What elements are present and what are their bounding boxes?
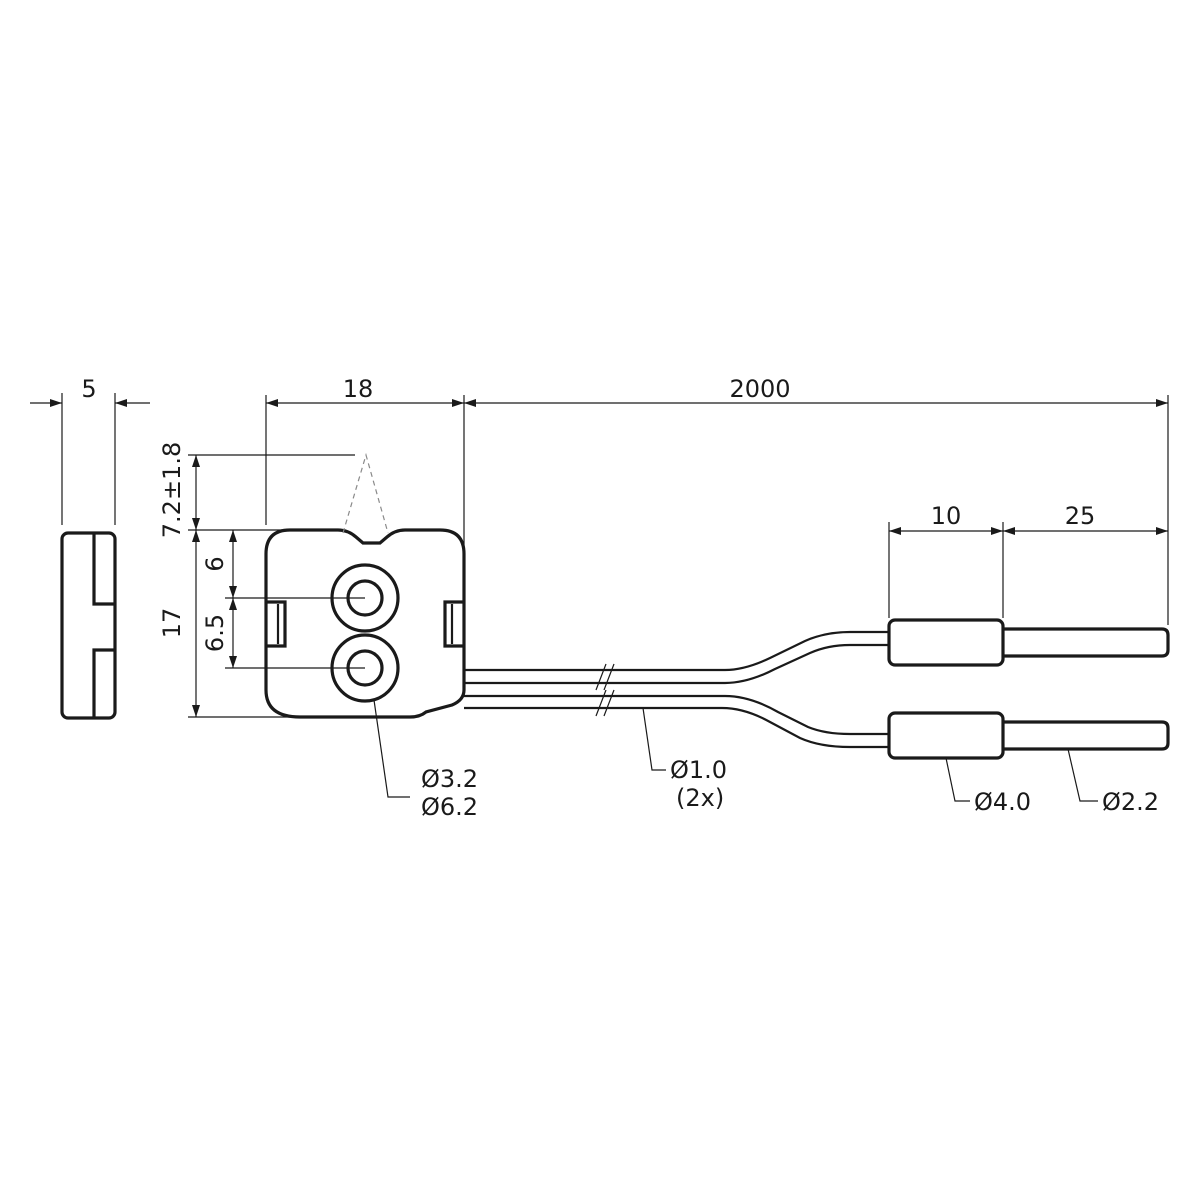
sleeve-lower	[887, 711, 1005, 760]
dim-cable-length: 2000	[464, 375, 1169, 625]
side-view	[60, 531, 117, 720]
dim-pin-length-label: 25	[1065, 502, 1096, 530]
sleeve-upper	[887, 618, 1005, 667]
dim-body-height: 17	[158, 530, 300, 718]
dim-body-height-label: 17	[158, 608, 186, 639]
connector-body	[264, 528, 466, 719]
dim-tolerance-height-label: 7.2±1.8	[158, 442, 186, 538]
callout-hole-outer-label: Ø6.2	[421, 793, 478, 821]
ghost-pin	[342, 452, 389, 534]
callout-wire-count-label: (2x)	[676, 784, 724, 812]
dim-body-width-label: 18	[343, 375, 374, 403]
dim-hole-spacing: 6 6.5	[201, 530, 365, 669]
callout-pin-diameter-label: Ø2.2	[1102, 788, 1159, 816]
dim-tolerance-height: 7.2±1.8	[158, 442, 355, 538]
dim-cable-length-label: 2000	[729, 375, 790, 403]
callout-wire-diameter-label: Ø1.0	[670, 756, 727, 784]
dim-body-width: 18	[265, 375, 465, 545]
pin-lower	[1003, 720, 1170, 751]
callout-wire: Ø1.0 (2x)	[642, 707, 727, 812]
callout-pin: Ø2.2	[1067, 748, 1159, 816]
dim-sleeve-pin: 10 25	[888, 502, 1168, 618]
callout-sleeve: Ø4.0	[945, 757, 1031, 816]
pin-upper	[1003, 627, 1170, 658]
dim-side-width: 5	[30, 375, 150, 525]
wires	[464, 630, 890, 749]
sleeves-and-pins	[887, 618, 1170, 760]
dim-hole-upper-label: 6	[201, 556, 229, 571]
callout-sleeve-diameter-label: Ø4.0	[974, 788, 1031, 816]
dim-sleeve-length-label: 10	[931, 502, 962, 530]
callout-hole: Ø3.2 Ø6.2	[373, 699, 478, 821]
callout-hole-inner-label: Ø3.2	[421, 765, 478, 793]
dim-hole-pitch-label: 6.5	[201, 614, 229, 652]
dim-side-width-label: 5	[81, 375, 96, 403]
